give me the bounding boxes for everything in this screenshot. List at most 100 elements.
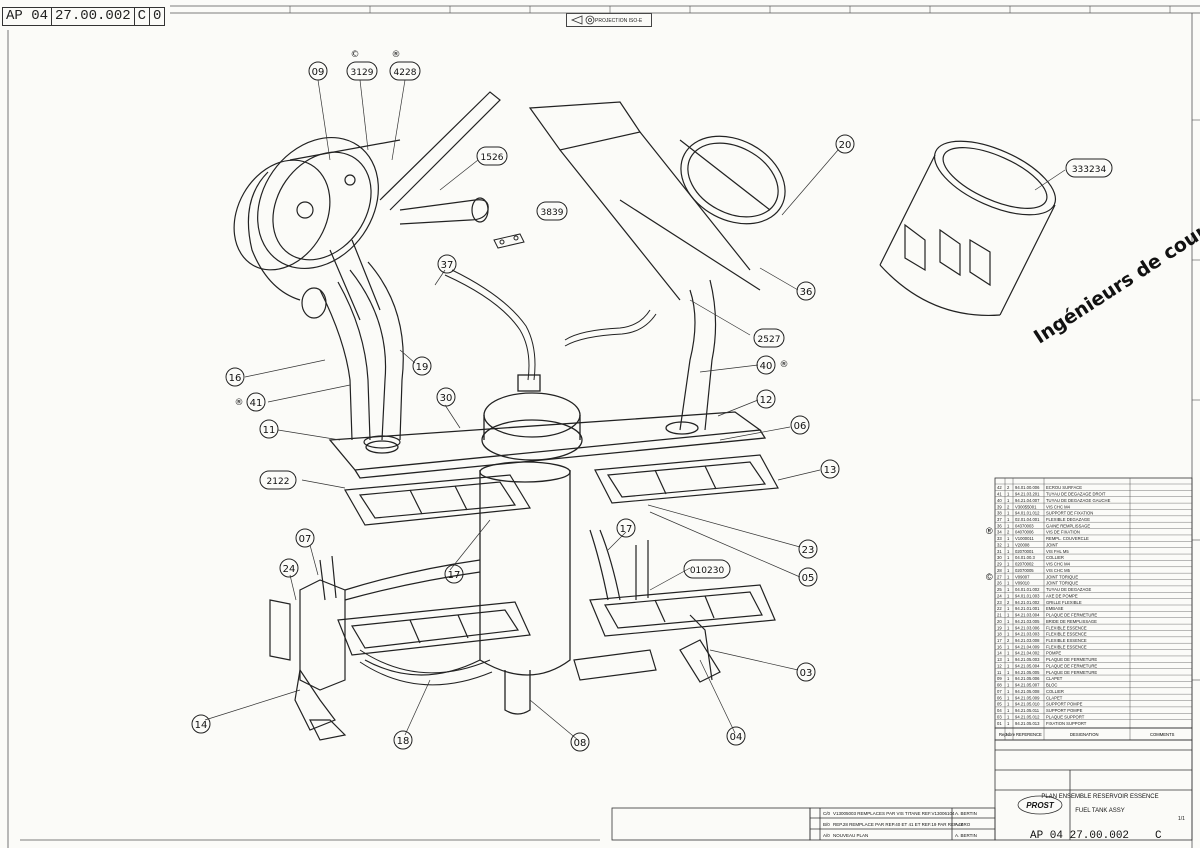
- parts-header-qty: Nbre: [1006, 732, 1016, 737]
- parts-cell-ref: 04.01.01.002: [1015, 587, 1040, 592]
- projection-box: PROJECTION ISO-E: [566, 13, 652, 27]
- title-sheet: 1/1: [1178, 816, 1185, 822]
- rev-a-index: A/0: [823, 833, 830, 838]
- parts-cell-qty: 1: [1007, 619, 1010, 624]
- parts-cell-rep: 31: [997, 549, 1002, 554]
- parts-cell-desig: PLAQUE DE FERMETURE: [1046, 663, 1097, 668]
- document-reference: AP 04 27.00.002 C 0: [2, 7, 166, 26]
- fuel-cell-cylinder: [879, 140, 1057, 317]
- balloon-label: 2122: [267, 477, 290, 487]
- parts-cell-qty: 1: [1007, 708, 1010, 713]
- parts-cell-rep: 20: [997, 619, 1002, 624]
- lower-left-pump-assembly: [269, 555, 481, 741]
- parts-cell-qty: 1: [1007, 492, 1010, 497]
- parts-cell-rep: 11: [997, 670, 1002, 675]
- parts-cell-ref: 94.21.03.004: [1015, 613, 1040, 618]
- parts-cell-rep: 18: [997, 632, 1002, 637]
- parts-cell-desig: FLEXIBLE ESSENCE: [1046, 625, 1087, 630]
- parts-cell-ref: 94.21.04.009: [1015, 644, 1040, 649]
- parts-cell-ref: 02070005: [1015, 568, 1034, 573]
- parts-cell-rep: 39: [997, 504, 1002, 509]
- revision-c-mark: ©: [986, 572, 993, 582]
- parts-cell-desig: FLEXIBLE DEGAZAGE: [1046, 517, 1090, 522]
- balloon-label: 12: [760, 395, 773, 406]
- parts-cell-desig: JOINT TORIQUE: [1046, 581, 1078, 586]
- parts-cell-ref: V09010: [1015, 581, 1030, 586]
- balloon-label: 04: [730, 732, 743, 743]
- parts-cell-ref: V09007: [1015, 574, 1030, 579]
- parts-cell-rep: 40: [997, 498, 1002, 503]
- balloon-label: 18: [397, 736, 410, 747]
- parts-header-desig: DESIGNATION: [1070, 732, 1099, 737]
- parts-cell-desig: GRILLE FLEXIBLE: [1046, 600, 1082, 605]
- parts-cell-rep: 14: [997, 651, 1002, 656]
- parts-cell-ref: 94.21.03.006: [1015, 625, 1040, 630]
- parts-cell-qty: 1: [1007, 517, 1010, 522]
- balloon-09: 09: [308, 61, 328, 81]
- balloon-20: 20: [835, 134, 855, 154]
- item-balloons: 09 3129 4228 1526 3839 37 20 333234 36 2…: [191, 50, 1113, 752]
- parts-cell-rep: 12: [997, 663, 1002, 668]
- parts-cell-qty: 1: [1007, 536, 1010, 541]
- filler-flange-assembly: [233, 136, 401, 321]
- parts-cell-qty: 1: [1007, 663, 1010, 668]
- parts-cell-desig: VIS CHC M5: [1046, 568, 1071, 573]
- parts-cell-ref: 94.21.05.013: [1015, 721, 1040, 726]
- balloon-label: 3129: [351, 68, 374, 78]
- balloon-label: 4228: [394, 68, 417, 78]
- parts-cell-desig: GAINE REMPLISSAGE: [1046, 523, 1090, 528]
- central-dome: [481, 374, 583, 461]
- parts-cell-qty: 1: [1007, 644, 1010, 649]
- parts-cell-ref: 94.21.05.008: [1015, 689, 1040, 694]
- rev-c-by: A. BERTIN: [955, 811, 977, 816]
- rev-b-index: B/0: [823, 822, 830, 827]
- balloon-label: 40: [760, 361, 773, 372]
- grille-right: [594, 454, 779, 504]
- revision-b-mark: ®: [780, 360, 789, 370]
- doc-ref-index-a: C: [135, 8, 151, 25]
- parts-cell-rep: 06: [997, 695, 1002, 700]
- balloon-2527: 2527: [753, 328, 785, 348]
- zone-ticks: [289, 6, 1200, 681]
- balloon-label: 08: [574, 738, 587, 749]
- lower-right-assembly: [573, 529, 776, 683]
- balloon-3129: 3129: [346, 61, 378, 81]
- parts-cell-rep: 42: [997, 485, 1002, 490]
- parts-cell-rep: 23: [997, 600, 1002, 605]
- revision-b-mark: ®: [235, 398, 244, 408]
- parts-cell-desig: TUYAU DE DEGAZAGE: [1046, 587, 1092, 592]
- parts-cell-desig: EMBASE: [1046, 606, 1064, 611]
- parts-cell-qty: 1: [1007, 542, 1010, 547]
- balloon-label: 2527: [758, 335, 781, 345]
- parts-cell-ref: 94.01.01.003: [1015, 593, 1040, 598]
- parts-cell-qty: 1: [1007, 568, 1010, 573]
- balloon-13: 13: [820, 459, 840, 479]
- sheet-frame: [7, 5, 1200, 848]
- parts-cell-ref: 94.21.05.011: [1015, 708, 1040, 713]
- balloon-label: 30: [440, 393, 453, 404]
- balloon-17-left: 17: [444, 564, 464, 584]
- parts-cell-rep: 38: [997, 511, 1002, 516]
- title-block-ref: AP 04 27.00.002: [1030, 830, 1129, 842]
- balloon-label: 11: [263, 425, 276, 436]
- revision-b-mark: ®: [392, 50, 401, 60]
- parts-cell-qty: 1: [1007, 593, 1010, 598]
- revision-c-mark: ©: [351, 50, 360, 60]
- parts-cell-qty: 1: [1007, 651, 1010, 656]
- parts-cell-rep: 01: [997, 721, 1002, 726]
- main-mounting-plate: [328, 411, 767, 479]
- parts-header-comments: COMMENTS: [1150, 732, 1175, 737]
- parts-cell-rep: 34: [997, 530, 1002, 535]
- balloon-12: 12: [756, 389, 776, 409]
- parts-cell-ref: V20008: [1015, 542, 1030, 547]
- parts-cell-qty: 1: [1007, 555, 1010, 560]
- balloon-label: 17: [620, 524, 633, 535]
- balloon-1526: 1526: [476, 146, 508, 166]
- balloon-label: 13: [824, 465, 837, 476]
- parts-cell-ref: 94.21.05.005: [1015, 670, 1040, 675]
- parts-cell-ref: 94.21.03.005: [1015, 619, 1040, 624]
- parts-cell-ref: 94.21.05.010: [1015, 702, 1040, 707]
- parts-cell-rep: 08: [997, 683, 1002, 688]
- parts-cell-rep: 09: [997, 676, 1002, 681]
- balloon-label: 05: [802, 573, 815, 584]
